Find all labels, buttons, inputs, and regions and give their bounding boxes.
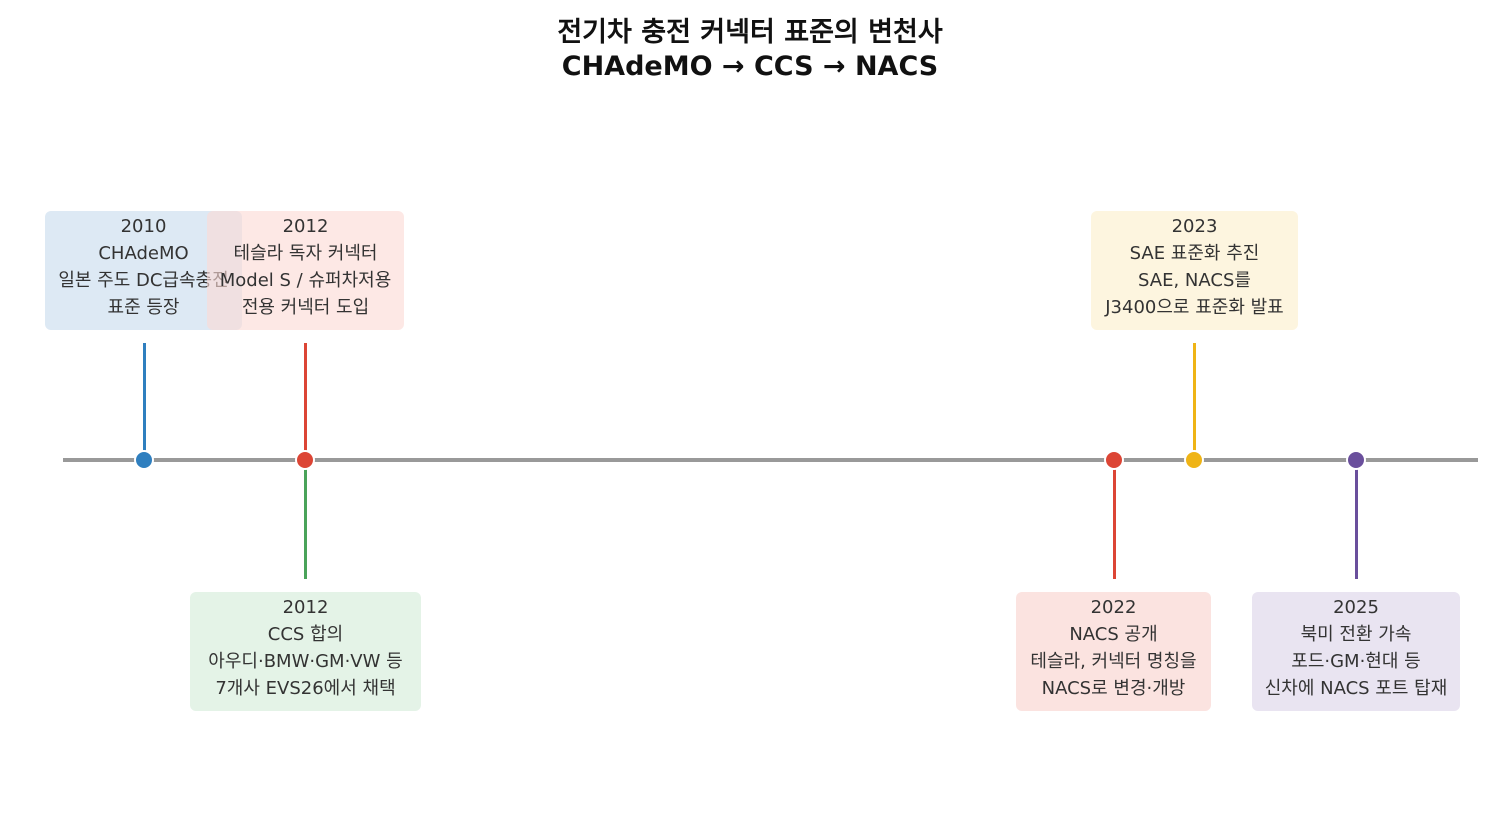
marker-adoption [1345,449,1366,470]
event-box-ccs: 2012 CCS 합의 아우디·BMW·GM·VW 등 7개사 EVS26에서 … [190,592,421,711]
event-description: 표준 등장 [107,297,180,318]
chart-subtitle: CHAdeMO → CCS → NACS [561,51,939,82]
event-description: 포드·GM·현대 등 [1291,651,1421,672]
marker-nacs-open [1103,449,1124,470]
marker-tesla-proprietary [294,449,315,470]
stem-chademo [143,343,146,455]
event-description: Model S / 슈퍼차저용 [219,270,392,291]
event-year: 2012 [282,216,329,237]
event-description: 7개사 EVS26에서 채택 [215,678,396,699]
event-description: NACS로 변경·개방 [1041,678,1186,699]
stem-nacs-open [1113,465,1116,579]
event-box-adoption: 2025 북미 전환 가속 포드·GM·현대 등 신차에 NACS 포트 탑재 [1252,592,1460,711]
event-year: 2022 [1090,597,1137,618]
event-year: 2012 [282,597,329,618]
stem-adoption [1355,465,1358,579]
stem-tesla-proprietary [304,343,307,455]
event-description: 신차에 NACS 포트 탑재 [1264,678,1448,699]
event-description: 테슬라, 커넥터 명칭을 [1030,651,1197,672]
timeline-axis [63,458,1478,462]
event-box-tesla-proprietary: 2012 테슬라 독자 커넥터 Model S / 슈퍼차저용 전용 커넥터 도… [207,211,404,330]
event-description: SAE, NACS를 [1138,270,1251,291]
event-title: CHAdeMO [98,243,189,264]
marker-sae [1183,449,1204,470]
event-year: 2025 [1333,597,1379,618]
marker-chademo [133,449,154,470]
event-title: SAE 표준화 추진 [1129,243,1260,264]
stem-ccs [304,465,307,579]
event-title: 북미 전환 가속 [1300,624,1412,645]
event-description: 일본 주도 DC급속충전 [58,270,229,291]
event-description: 전용 커넥터 도입 [241,297,370,318]
event-title: CCS 합의 [267,624,344,645]
event-description: J3400으로 표준화 발표 [1105,297,1284,318]
event-title: NACS 공개 [1069,624,1158,645]
event-title: 테슬라 독자 커넥터 [233,243,378,264]
event-year: 2010 [120,216,167,237]
event-year: 2023 [1171,216,1218,237]
event-box-nacs-open: 2022 NACS 공개 테슬라, 커넥터 명칭을 NACS로 변경·개방 [1016,592,1211,711]
stem-sae [1193,343,1196,455]
chart-title: 전기차 충전 커넥터 표준의 변천사 [557,17,943,48]
event-description: 아우디·BMW·GM·VW 등 [208,651,403,672]
event-box-sae: 2023 SAE 표준화 추진 SAE, NACS를 J3400으로 표준화 발… [1091,211,1298,330]
